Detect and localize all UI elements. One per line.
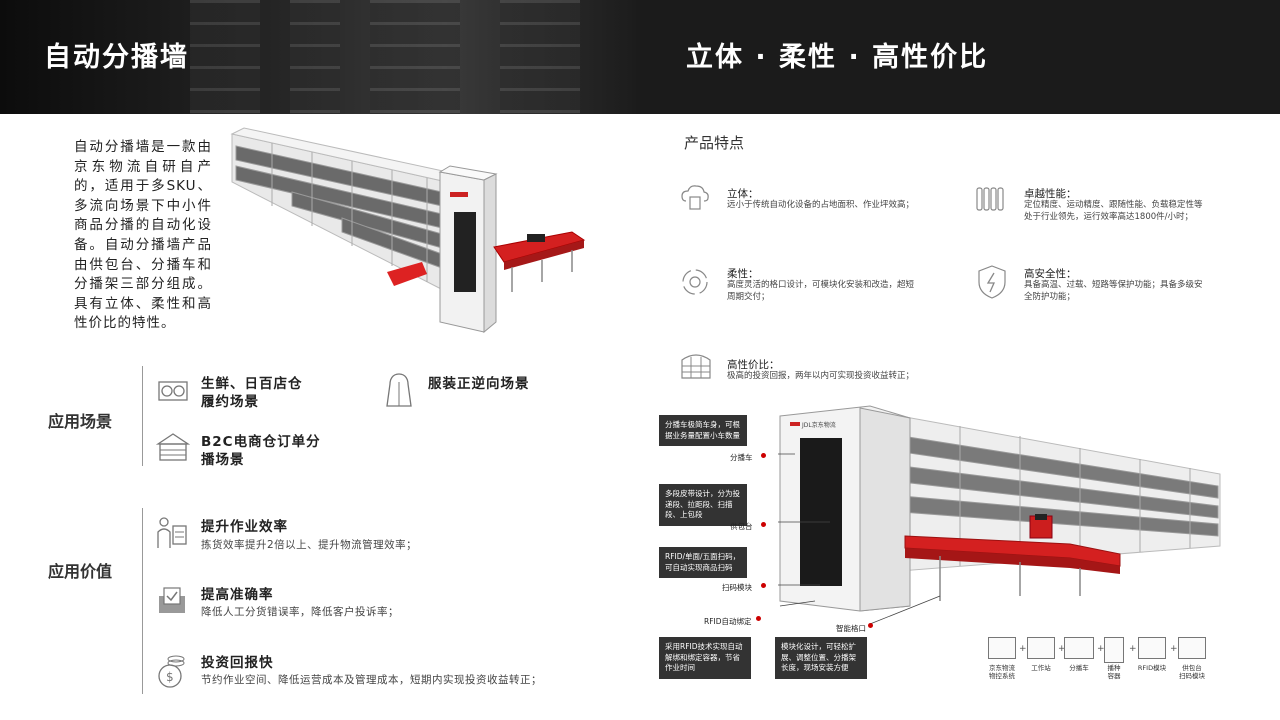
plus-sign: + [1019,644,1027,654]
callout-modular: 模块化设计，可轻松扩展、调整位置、分播架长度，现场安装方便 [775,637,867,679]
cart-icon [1064,637,1094,659]
plus-sign: + [1129,644,1137,654]
legend-6-line2: 扫码模块 [1179,672,1205,680]
left-header-banner: 自动分播墙 [0,0,636,114]
marker-dot [761,583,766,588]
legend-2-line1: 工作站 [1031,664,1051,672]
shelf-decor [500,0,580,114]
marker-dot [761,453,766,458]
legend-3-line1: 分播车 [1069,664,1089,672]
right-header-title: 立体 · 柔性 · 高性价比 [686,42,989,73]
scenario-3-title-line2: 播场景 [201,452,245,468]
value-2-desc: 降低人工分货错误率，降低客户投诉率； [201,606,399,618]
workstation-icon [1027,637,1055,659]
feature-3-title: 柔性： [727,268,759,280]
raincoat-icon [386,373,412,407]
legend-4-line1: 播种 [1107,664,1121,672]
sorting-wall-detail-image: JDL京东物流 [778,405,1221,625]
feature-2-title: 卓越性能： [1024,188,1077,200]
checked-mail-icon [159,587,185,613]
label-sorting-cart: 分播车 [730,453,753,462]
shelf-decor [290,0,340,114]
feature-3-desc-line2: 周期交付； [727,292,770,302]
feature-4-desc-line2: 全防护功能； [1024,292,1076,302]
feature-4-desc-line1: 具备高温、过载、短路等保护功能；具备多级安 [1024,280,1203,290]
container-icon [1104,637,1124,663]
containers-icon [158,381,188,401]
intro-text: 自动分播墙是一款由京东物流自研自产的，适用于多SKU、多流向场景下中小件商品分播… [74,139,212,332]
coins-icon: $ [158,655,185,688]
feature-5-desc: 极高的投资回报，两年以内可实现投资收益转正； [727,371,915,381]
plus-sign: + [1170,644,1178,654]
callout-rfid: 采用RFID技术实现自动解绑和绑定容器，节省作业时间 [659,637,751,679]
right-header-banner: 立体 · 柔性 · 高性价比 [636,0,1280,114]
feature-2-desc-line1: 定位精度、运动精度、跟随性能、负载稳定性等 [1024,200,1203,210]
warehouse-icon [156,433,190,461]
values-label: 应用价值 [48,562,113,581]
shelf-decor [370,0,460,114]
features-heading: 产品特点 [684,134,745,152]
feature-4-title: 高安全性： [1024,268,1077,280]
scenarios-label: 应用场景 [48,412,113,431]
scenario-3-title-line1: B2C电商仓订单分 [201,434,321,450]
label-feeder: 供包台 [730,522,753,531]
scenario-1-title-line2: 履约场景 [201,394,259,410]
legend-5-line1: RFID模块 [1137,664,1167,672]
label-smart-slot: 智能格口 [836,624,866,633]
feature-5-title: 高性价比： [727,359,780,371]
value-2-title: 提高准确率 [201,587,274,603]
plus-sign: + [1097,644,1105,654]
value-3-desc: 节约作业空间、降低运营成本及管理成本，短期内实现投资收益转正； [201,674,542,686]
feature-3-desc-line1: 高度灵活的格口设计，可模块化安装和改造，超短 [727,280,915,290]
brand-mark: JDL京东物流 [801,421,836,429]
sorting-wall-machine-image [230,127,586,334]
cycle-arrows-icon [682,269,708,295]
callout-feeder: 多段皮带设计，分为投递段、拉距段、扫描段、上包段 [659,484,747,526]
feature-2-desc-line2: 处于行业领先，运行效率高达1800件/小时； [1024,212,1193,222]
marker-dot [756,616,761,621]
feature-1-desc: 远小于传统自动化设备的占地面积、作业坪效高； [727,200,915,210]
value-1-desc: 拣货效率提升2倍以上、提升物流管理效率； [201,539,418,551]
shield-icon [978,265,1006,299]
scenario-1-title-line1: 生鲜、日百店仓 [201,376,303,392]
grid-box-icon [681,354,711,379]
legend-1-line2: 物控系统 [989,672,1015,680]
value-3-title: 投资回报快 [201,655,274,671]
marker-dot [761,522,766,527]
label-scan-module: 扫码模块 [722,583,752,592]
worker-chart-icon [157,517,187,548]
scenarios-divider [142,366,143,466]
values-divider [142,508,143,694]
legend-1-line1: 京东物流 [989,664,1015,672]
feeder-icon [1178,637,1206,659]
marker-dot [868,623,873,628]
svg-text:$: $ [166,670,174,684]
callout-scan-module: RFID/单面/五面扫码，可自动实现商品扫码 [659,547,747,578]
value-1-title: 提升作业效率 [201,519,288,535]
radiator-icon [976,187,1004,211]
label-rfid-binding: RFID自动绑定 [704,617,752,626]
feature-1-title: 立体： [727,188,759,200]
rfid-icon [1138,637,1166,659]
left-header-title: 自动分播墙 [44,42,189,73]
scenario-2-title: 服装正逆向场景 [428,376,530,392]
plus-sign: + [1058,644,1066,654]
monitor-icon [988,637,1016,659]
legend-4-line2: 容器 [1107,672,1121,680]
legend-6-line1: 供包台 [1182,664,1202,672]
callout-sorting-cart: 分播车极简车身，可根据业务量配置小车数量 [659,415,747,446]
cloud-cube-icon [681,185,709,210]
shelf-decor [190,0,260,114]
